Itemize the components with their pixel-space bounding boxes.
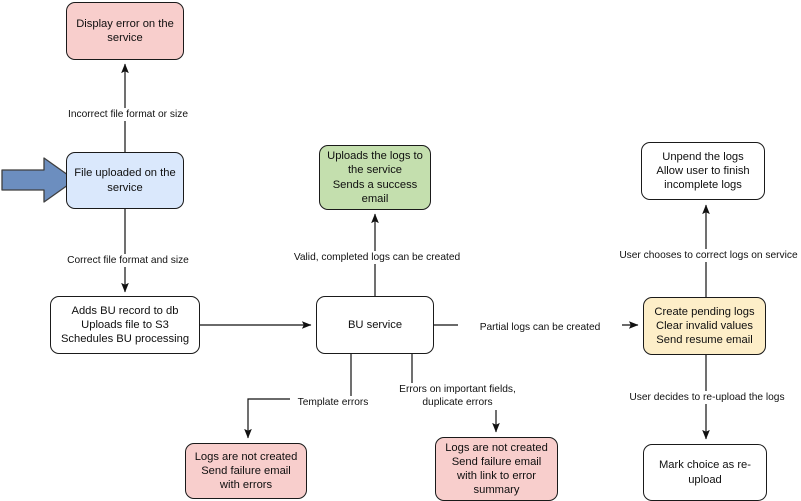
edge-label-incorrect-format: Incorrect file format or size <box>46 108 210 121</box>
edge-label-template-errors: Template errors <box>290 396 376 409</box>
node-logs-not-created-template[interactable]: Logs are not created Send failure email … <box>185 443 307 499</box>
node-logs-not-created-fields[interactable]: Logs are not created Send failure email … <box>435 437 558 501</box>
edge-label-errors-important-fields: Errors on important fields, duplicate er… <box>387 383 528 409</box>
node-uploads-logs[interactable]: Uploads the logs to the service Sends a … <box>319 145 431 210</box>
node-unpend-logs[interactable]: Unpend the logs Allow user to finish inc… <box>641 142 765 200</box>
node-mark-choice[interactable]: Mark choice as re- upload <box>643 444 767 501</box>
edge-label-user-chooses-correct: User chooses to correct logs on service <box>597 249 801 262</box>
edge-template-errors-elbow <box>244 398 293 439</box>
node-file-uploaded[interactable]: File uploaded on the service <box>66 152 184 209</box>
node-adds-bu-record[interactable]: Adds BU record to db Uploads file to S3 … <box>50 296 200 354</box>
node-bu-service[interactable]: BU service <box>316 296 434 354</box>
entry-arrow-icon <box>1 157 76 203</box>
edge-label-user-decides-reupload: User decides to re-upload the logs <box>608 391 801 404</box>
edge-label-correct-format: Correct file format and size <box>46 254 210 267</box>
node-display-error[interactable]: Display error on the service <box>66 2 184 60</box>
edge-label-partial-logs: Partial logs can be created <box>458 321 622 334</box>
edge-label-valid-completed-logs: Valid, completed logs can be created <box>271 251 483 264</box>
node-create-pending-logs[interactable]: Create pending logs Clear invalid values… <box>643 297 766 355</box>
